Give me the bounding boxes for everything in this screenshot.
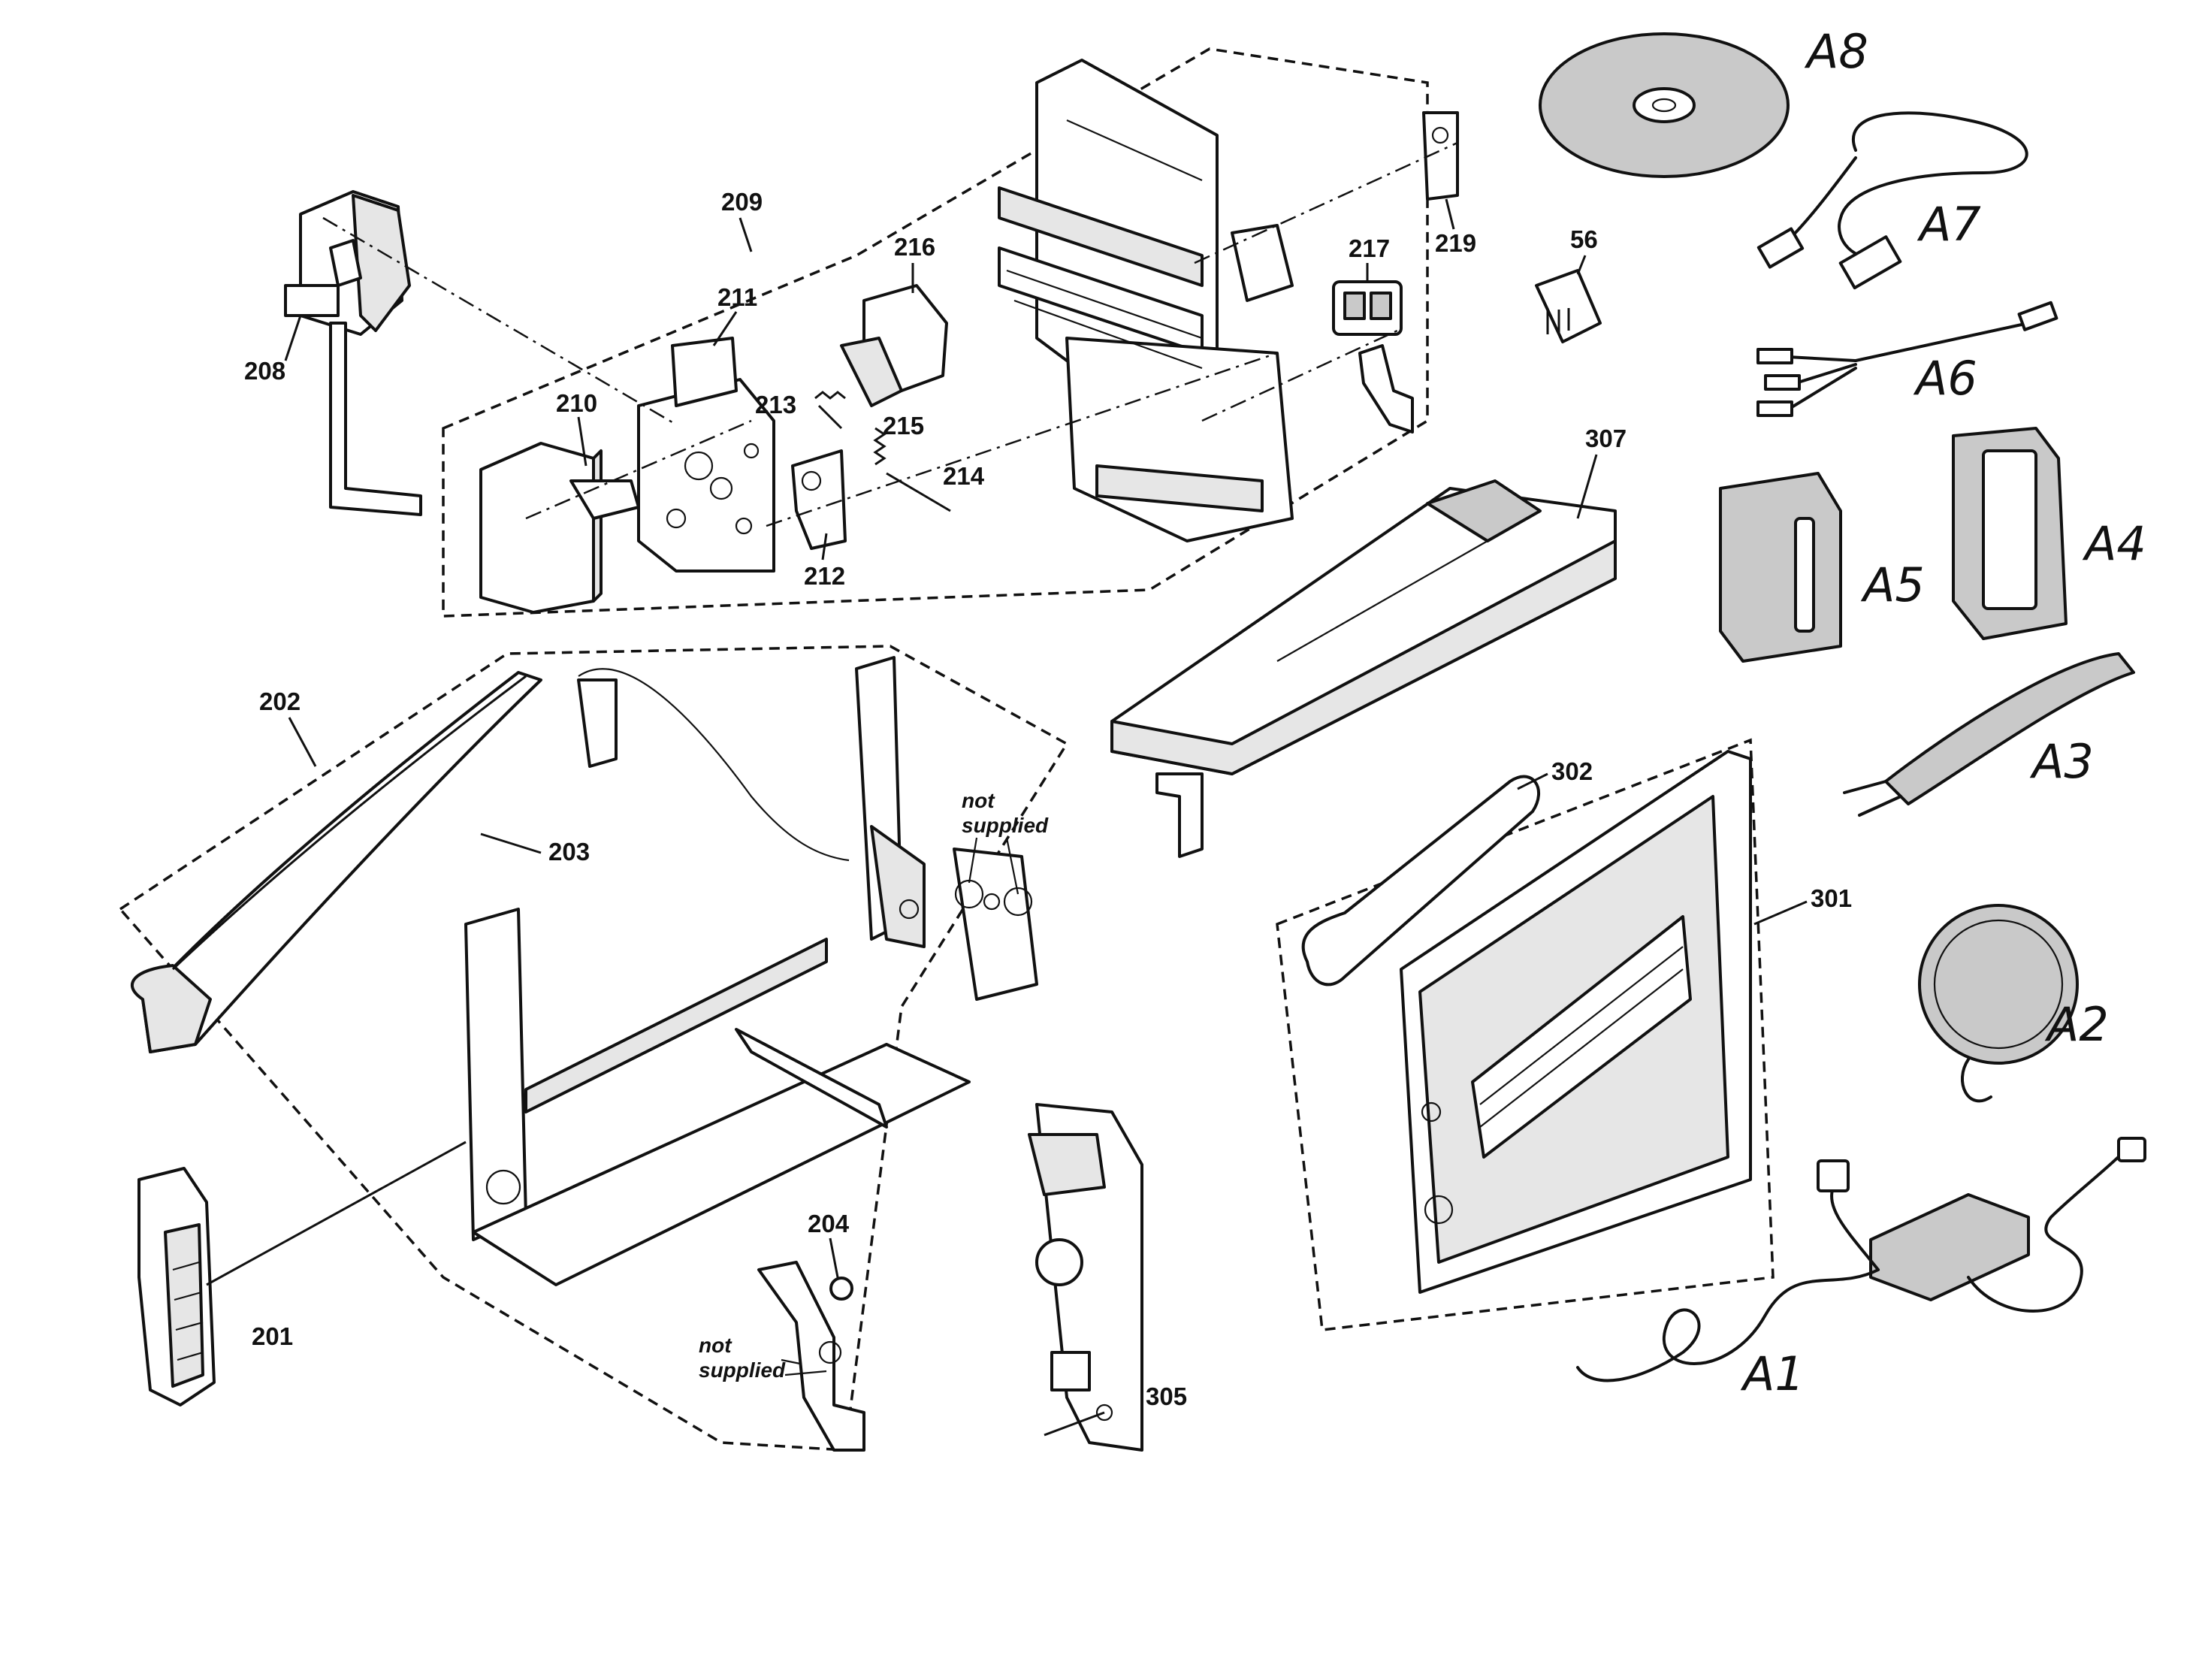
leader-302 xyxy=(1517,772,1548,790)
label-219: 219 xyxy=(1435,229,1476,257)
accessory-A7-usb-cable xyxy=(1756,111,2028,290)
label-A2: A2 xyxy=(2044,997,2109,1052)
group-202-boundary xyxy=(118,645,1069,1452)
part-56-cover xyxy=(1535,269,1602,343)
part-lower-frame xyxy=(464,656,1038,1286)
leader-307 xyxy=(1576,454,1598,519)
part-301-door-panel xyxy=(1400,750,1752,1294)
part-208-flex-assembly xyxy=(284,190,422,516)
note-upper-circle-1 xyxy=(954,879,984,909)
label-302: 302 xyxy=(1551,757,1593,785)
label-A4: A4 xyxy=(2082,516,2146,571)
part-214-pin xyxy=(886,472,951,512)
part-215-spring xyxy=(873,427,887,466)
group-209-boundary xyxy=(442,47,1429,618)
note-upper-leader xyxy=(968,837,1019,895)
leader-208 xyxy=(284,315,302,361)
part-212-bracket xyxy=(791,449,847,550)
part-bracket-217 xyxy=(1358,344,1414,434)
label-203: 203 xyxy=(548,838,590,866)
leader-upper-2 xyxy=(525,419,752,520)
part-211-plate xyxy=(637,337,775,573)
leader-56 xyxy=(1576,255,1587,275)
part-213-spring xyxy=(814,391,846,430)
leader-305 xyxy=(1044,1411,1105,1437)
label-208: 208 xyxy=(244,357,285,385)
label-211: 211 xyxy=(717,283,757,311)
part-204-screw xyxy=(829,1277,853,1301)
label-305: 305 xyxy=(1146,1382,1187,1410)
label-A6: A6 xyxy=(1913,351,1977,406)
label-201: 201 xyxy=(252,1322,293,1350)
leader-210 xyxy=(577,416,587,467)
accessory-A3-strap xyxy=(1843,652,2135,817)
label-215: 215 xyxy=(883,412,924,440)
part-lower-bracket xyxy=(757,1261,865,1452)
part-201-grip xyxy=(137,1167,216,1407)
leader-upper-1 xyxy=(322,216,677,426)
accessory-A8-disc xyxy=(1539,32,1790,178)
leader-203 xyxy=(480,832,542,854)
accessory-A4-remote xyxy=(1952,427,2068,640)
accessory-A2-lens-cap xyxy=(1918,904,2079,1103)
label-214: 214 xyxy=(943,462,985,490)
accessory-A5-battery xyxy=(1719,472,1842,663)
group-301-boundary xyxy=(1276,738,1775,1331)
part-217-switch xyxy=(1332,280,1403,336)
label-216: 216 xyxy=(894,233,935,261)
leader-212 xyxy=(821,533,828,561)
label-212: 212 xyxy=(804,562,845,590)
leader-201 xyxy=(206,1141,467,1286)
leader-301 xyxy=(1753,900,1808,926)
part-307-top-panel xyxy=(1110,479,1617,858)
part-203-flex-cable xyxy=(131,668,850,1053)
leader-upper-3 xyxy=(766,352,1278,527)
leader-upper-5 xyxy=(1201,329,1398,422)
label-202: 202 xyxy=(259,687,301,715)
label-A5: A5 xyxy=(1860,557,1925,612)
leader-219 xyxy=(1445,198,1455,230)
note-not-supplied-upper-1: not xyxy=(962,789,995,812)
label-209: 209 xyxy=(721,188,763,216)
leader-upper-4 xyxy=(1194,141,1458,264)
label-204: 204 xyxy=(808,1210,850,1237)
label-A7: A7 xyxy=(1917,197,1981,252)
note-not-supplied-lower-2: supplied xyxy=(699,1358,786,1382)
label-210: 210 xyxy=(556,389,597,417)
part-305-side-bracket xyxy=(1028,1103,1143,1452)
accessory-A6-av-cable xyxy=(1756,301,2058,417)
label-307: 307 xyxy=(1585,425,1627,452)
leader-204 xyxy=(829,1237,839,1278)
leader-211 xyxy=(712,311,738,346)
note-upper-circle-2 xyxy=(1003,887,1033,917)
note-not-supplied-lower-1: not xyxy=(699,1334,732,1357)
label-213: 213 xyxy=(755,391,796,418)
label-A1: A1 xyxy=(1740,1346,1805,1401)
part-216-holder xyxy=(840,284,948,407)
label-56: 56 xyxy=(1570,225,1598,253)
accessory-A1-ac-adaptor xyxy=(1576,1137,2146,1382)
label-A3: A3 xyxy=(2029,734,2094,789)
note-not-supplied-upper-2: supplied xyxy=(962,814,1049,837)
leader-209 xyxy=(739,217,753,252)
label-301: 301 xyxy=(1811,884,1852,912)
part-219-jack-cover xyxy=(1422,111,1459,201)
leader-202 xyxy=(288,717,317,767)
label-217: 217 xyxy=(1349,234,1390,262)
label-A8: A8 xyxy=(1804,24,1868,79)
note-lower-leader xyxy=(781,1358,827,1376)
part-mechanism-frame xyxy=(998,59,1294,542)
part-210-cover xyxy=(479,442,640,614)
